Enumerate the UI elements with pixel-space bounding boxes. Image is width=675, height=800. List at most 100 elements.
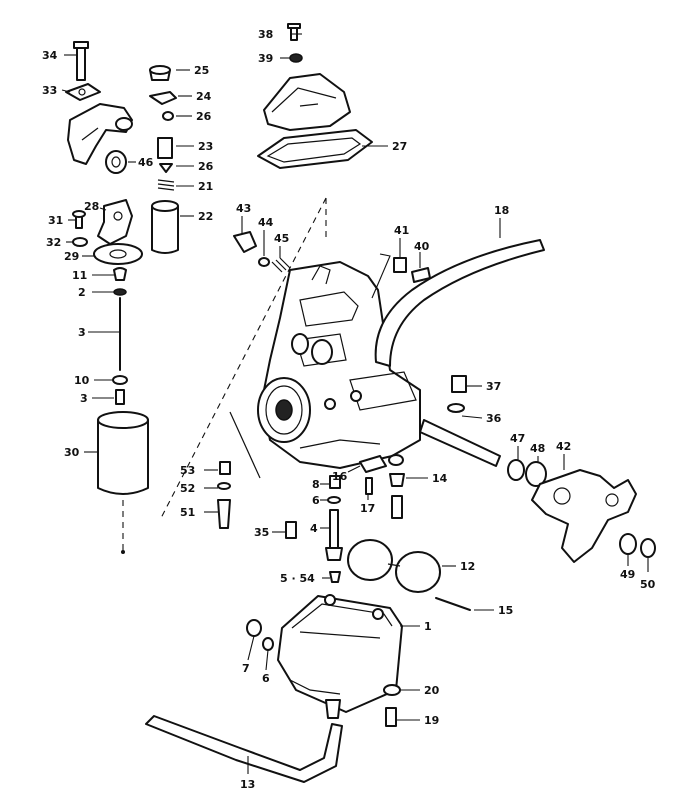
part-11-clip	[113, 267, 127, 281]
callout-46: 46	[138, 156, 154, 169]
carburetor-body	[257, 261, 421, 469]
leader-lines	[61, 33, 649, 774]
part-49-washer	[619, 533, 637, 555]
part-13-hose	[145, 715, 343, 783]
callout-24: 24	[196, 90, 212, 103]
part-41-cap	[393, 257, 407, 273]
part-18-hose	[374, 239, 545, 367]
callout-38: 38	[258, 28, 273, 41]
callout-37: 37	[486, 380, 501, 393]
part-cover	[263, 73, 351, 131]
part-17-pin	[365, 477, 373, 495]
callout-labels: 34 33 25 24 26 23 26 21 22 46 31 32 28 2…	[42, 28, 656, 791]
part-42-lever	[531, 469, 637, 563]
callout-1: 1	[424, 620, 432, 633]
part-3b-jet	[115, 389, 125, 405]
part-4-tube	[325, 509, 343, 561]
callout-6b: 6	[262, 672, 270, 685]
part-20-washer	[383, 684, 401, 696]
callout-23: 23	[198, 140, 213, 153]
part-43-screw	[233, 231, 257, 253]
part-31-screw	[72, 210, 86, 229]
part-26-ring	[162, 111, 174, 121]
part-8-jet	[329, 475, 341, 489]
axis-line-diagonal	[159, 197, 327, 521]
part-6-ring	[327, 496, 341, 504]
callout-41: 41	[394, 224, 409, 237]
axis-dot	[121, 550, 125, 554]
callout-14: 14	[432, 472, 448, 485]
part-1-float-bowl	[277, 594, 403, 719]
part-48-bushing	[525, 461, 547, 487]
part-44-washer	[258, 257, 270, 267]
callout-10: 10	[74, 374, 90, 387]
part-36-shaft	[419, 403, 501, 467]
callout-35: 35	[254, 526, 269, 539]
part-34-bolt	[73, 41, 89, 81]
callout-30: 30	[64, 446, 80, 459]
callout-33: 33	[42, 84, 57, 97]
callout-16: 16	[332, 470, 348, 483]
callout-40: 40	[414, 240, 430, 253]
callout-4: 4	[310, 522, 318, 535]
part-6b-ring	[262, 637, 274, 651]
part-15-pin	[435, 597, 471, 611]
part-21-spring	[157, 179, 175, 191]
callout-22: 22	[198, 210, 213, 223]
callout-15: 15	[498, 604, 513, 617]
callout-39: 39	[258, 52, 273, 65]
callout-27: 27	[392, 140, 407, 153]
part-22-piston	[151, 200, 179, 254]
callout-25: 25	[194, 64, 209, 77]
part-30-cylinder	[97, 411, 149, 495]
part-53-jet	[219, 461, 231, 475]
callout-52: 52	[180, 482, 195, 495]
callout-5-54: 5 · 54	[280, 572, 315, 585]
callout-31: 31	[48, 214, 63, 227]
callout-3a: 3	[78, 326, 86, 339]
callout-42: 42	[556, 440, 571, 453]
callout-20: 20	[424, 684, 440, 697]
callout-18: 18	[494, 204, 509, 217]
callout-17: 17	[360, 502, 375, 515]
callout-50: 50	[640, 578, 656, 591]
part-7-screw	[246, 619, 262, 637]
part-35-jet	[285, 521, 297, 539]
callout-26a: 26	[196, 110, 212, 123]
part-top-bracket	[67, 103, 133, 165]
part-5-54-jet	[329, 571, 341, 583]
part-10-ring	[112, 375, 128, 385]
callout-21: 21	[198, 180, 213, 193]
part-52-ring	[217, 482, 231, 490]
part-26b-clip	[159, 163, 173, 173]
callout-2: 2	[78, 286, 86, 299]
callout-12: 12	[460, 560, 475, 573]
part-39-washer	[289, 53, 303, 63]
callout-19: 19	[424, 714, 439, 727]
part-23-sleeve	[157, 137, 173, 159]
callout-48: 48	[530, 442, 545, 455]
callout-26b: 26	[198, 160, 214, 173]
part-45-spring	[271, 257, 291, 273]
callout-44: 44	[258, 216, 274, 229]
part-29-plate	[93, 243, 143, 265]
callout-28: 28	[84, 200, 99, 213]
part-25-cap	[149, 65, 171, 81]
part-19-screw	[385, 707, 397, 727]
callout-7: 7	[242, 662, 250, 675]
part-12-float	[347, 539, 441, 593]
part-37-plug	[451, 375, 467, 393]
callout-47: 47	[510, 432, 525, 445]
callout-45: 45	[274, 232, 289, 245]
callout-29: 29	[64, 250, 79, 263]
callout-6a: 6	[312, 494, 320, 507]
part-38-screw	[287, 23, 301, 41]
part-50-nut	[640, 538, 656, 558]
part-2-ring	[113, 288, 127, 296]
callout-51: 51	[180, 506, 195, 519]
callout-43: 43	[236, 202, 251, 215]
part-24-clip	[149, 91, 177, 105]
part-47-washer	[507, 459, 525, 481]
part-33-washer	[65, 83, 101, 101]
